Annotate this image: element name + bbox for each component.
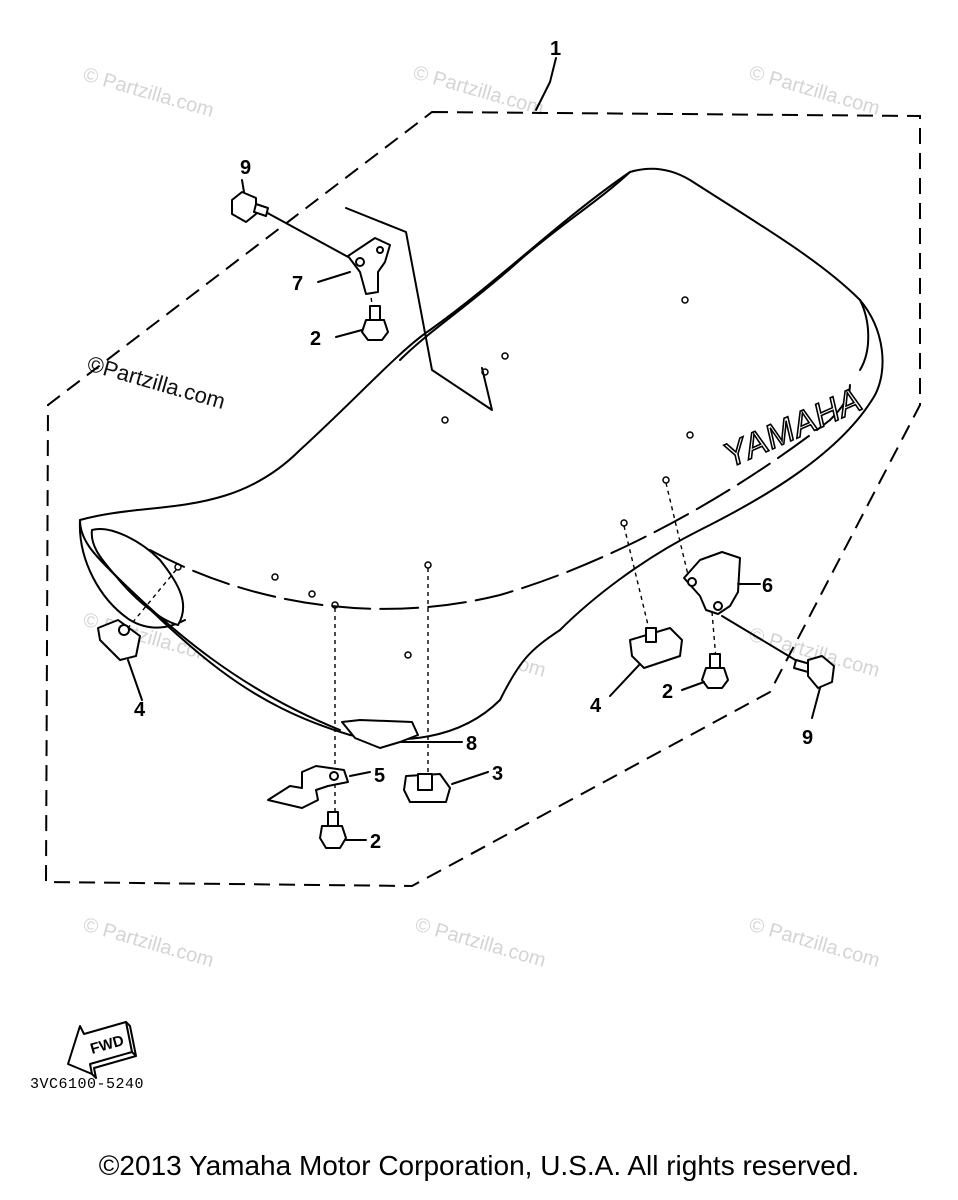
callout-9: 9: [802, 727, 813, 749]
bracket-body: [267, 765, 349, 809]
hole: [501, 352, 509, 360]
part-7-bracket: [347, 237, 391, 295]
hole: [481, 368, 489, 376]
watermark: © Partzilla.com: [81, 64, 217, 122]
leader-line: [535, 57, 557, 111]
seat-rear-panel: [345, 207, 493, 411]
leader-line: [681, 681, 705, 691]
watermark-primary: ©Partzilla.com: [85, 351, 229, 414]
nut-stud: [118, 624, 130, 636]
nut-stud: [417, 773, 433, 791]
hole: [441, 416, 449, 424]
leader-line: [609, 663, 641, 697]
leader-line: [451, 771, 489, 785]
hole: [404, 651, 412, 659]
part-9-bolt-upper: [231, 191, 351, 259]
callout-3: 3: [492, 763, 503, 785]
fwd-arrow-shape: [67, 1021, 133, 1075]
watermark: © Partzilla.com: [747, 62, 883, 120]
hole: [271, 573, 279, 581]
bracket-hole: [713, 601, 723, 611]
bolt-axis: [721, 615, 803, 665]
watermark: © Partzilla.com: [81, 914, 217, 972]
bracket-hole: [376, 246, 384, 254]
bolt-shank: [709, 653, 721, 669]
callout-4: 4: [134, 699, 146, 721]
seat: YAMAHA: [78, 167, 884, 749]
watermark: © Partzilla.com: [413, 914, 549, 972]
assembly-guides: [334, 289, 717, 815]
seat-front-cavity: [90, 528, 185, 626]
bracket-hole: [329, 771, 339, 781]
hole: [174, 563, 182, 571]
hole: [686, 431, 694, 439]
leader-line: [335, 329, 363, 338]
callout-2: 2: [662, 681, 673, 703]
assembly-boundary: [44, 110, 921, 888]
callout-6: 6: [762, 575, 773, 597]
bolt-head: [231, 191, 257, 223]
leader-line: [349, 771, 371, 777]
seat-seam: [149, 384, 851, 610]
bolt-axis: [261, 209, 351, 259]
guide-line: [711, 611, 717, 661]
part-4-nut-left: [97, 569, 177, 661]
part-4-nut-right: [629, 627, 683, 669]
bolt-head: [807, 655, 835, 689]
callout-2: 2: [370, 831, 381, 853]
leader-line: [127, 659, 143, 701]
nut-plate: [629, 627, 683, 669]
bracket-hole: [355, 257, 365, 267]
part-2-bolt-upper: [361, 305, 389, 341]
diagram-code: 3VC6100-5240: [30, 1076, 145, 1093]
seat-top-crease: [399, 171, 631, 361]
callout-4: 4: [590, 695, 602, 717]
bolt-shank: [369, 305, 381, 321]
nut-stud: [645, 627, 657, 643]
bolt-head: [319, 825, 347, 849]
bolt-head: [361, 319, 389, 341]
callout-1: 1: [550, 38, 561, 60]
bracket-body: [347, 237, 391, 295]
part-6-bracket: [683, 551, 741, 615]
forward-arrow-icon: FWD: [67, 1021, 137, 1079]
callout-2: 2: [310, 328, 321, 350]
copyright-notice: ©2013 Yamaha Motor Corporation, U.S.A. A…: [98, 1150, 860, 1181]
seat-side-edge: [109, 569, 341, 731]
seat-trim-strip: [341, 719, 419, 749]
guide-line: [623, 525, 649, 626]
leader-line: [241, 179, 245, 193]
watermark: © Partzilla.com: [411, 62, 547, 120]
leader-line: [317, 271, 351, 283]
part-5-bracket: [267, 765, 349, 809]
callout-7: 7: [292, 273, 303, 295]
callout-5: 5: [374, 765, 385, 787]
seat-front-lip: [78, 519, 186, 629]
seat-right-edge: [859, 299, 870, 371]
part-3-nut: [403, 773, 451, 803]
part-2-bolt-lower: [319, 811, 347, 849]
bolt-shank: [327, 811, 339, 827]
bolt-head: [701, 667, 729, 689]
leader-line: [811, 687, 821, 719]
bracket-hole: [687, 577, 697, 587]
bolt-shank: [253, 203, 269, 217]
mounting-holes: [174, 296, 694, 659]
part-2-bolt-right: [701, 653, 729, 689]
part-9-bolt-lower: [721, 615, 835, 689]
hole: [681, 296, 689, 304]
fwd-arrow-depth: [91, 1021, 137, 1079]
hole: [308, 590, 316, 598]
bracket-body: [683, 551, 741, 615]
watermark: © Partzilla.com: [747, 914, 883, 972]
callout-9: 9: [240, 157, 251, 179]
callout-8: 8: [466, 733, 477, 755]
